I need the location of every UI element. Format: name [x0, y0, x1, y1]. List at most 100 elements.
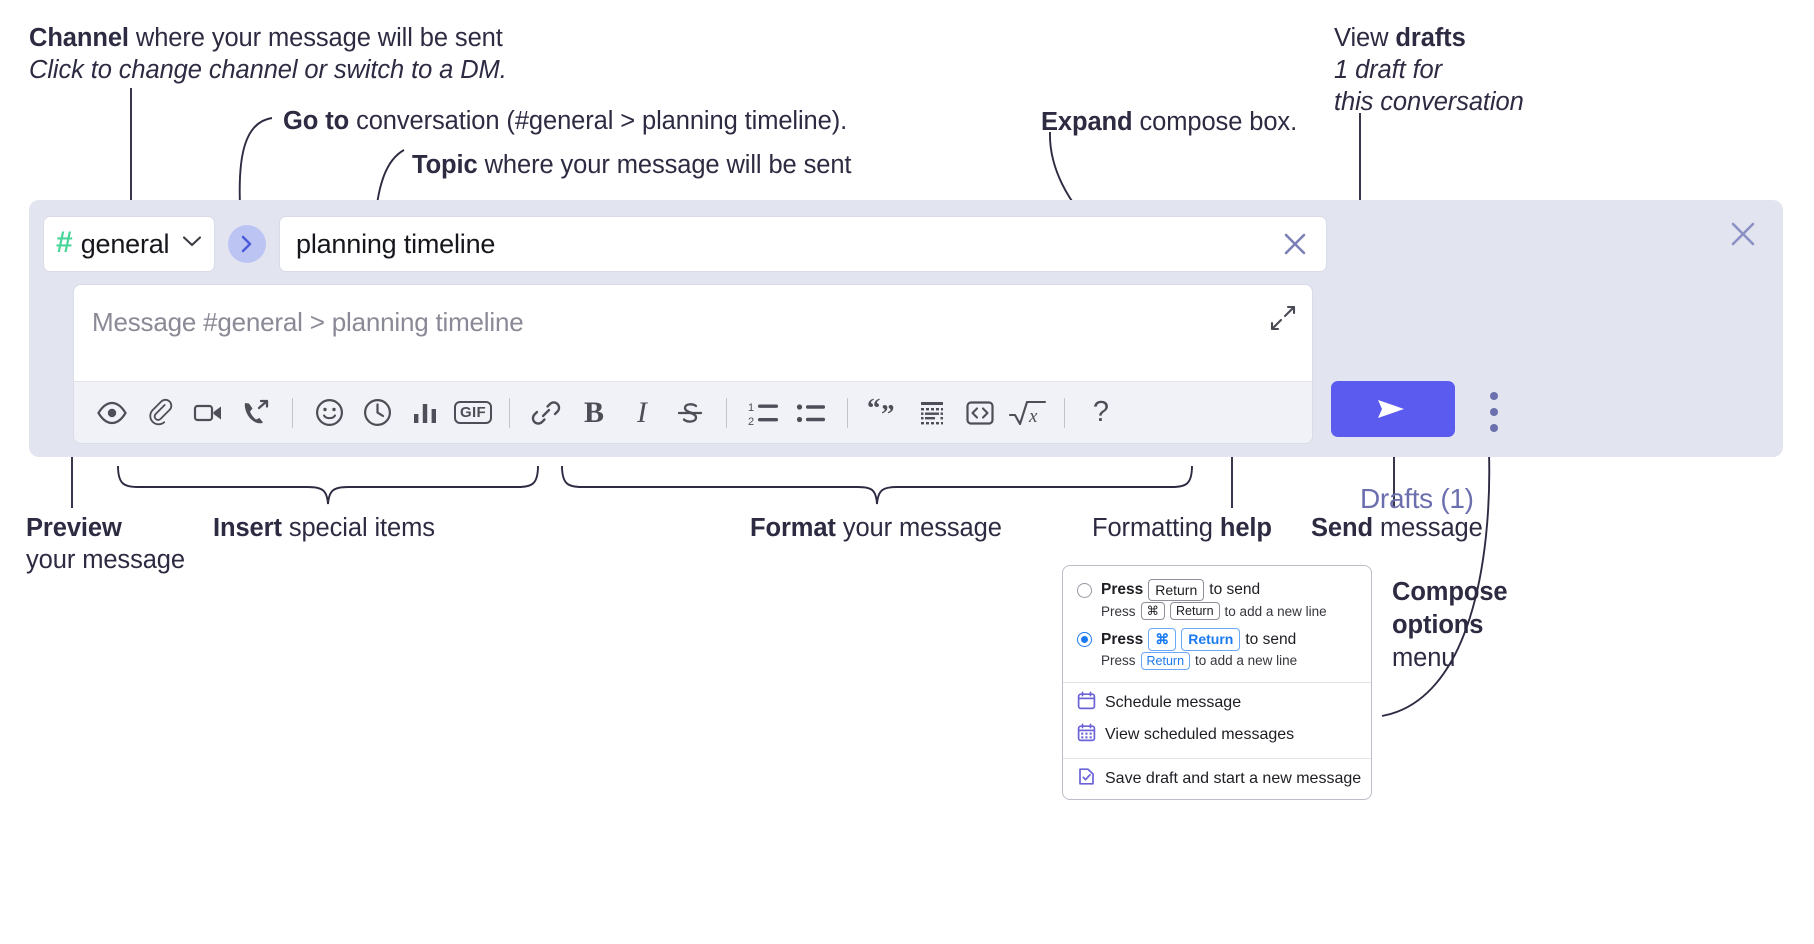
clock-icon[interactable]: [353, 389, 401, 437]
annotation-channel: Channel where your message will be sent …: [29, 22, 507, 86]
annotation-goto: Go to conversation (#general > planning …: [283, 105, 847, 137]
compose-options-menu: Press Return to send Press ⌘ Return to a…: [1062, 565, 1372, 800]
menu-item-label: Save draft and start a new message: [1105, 769, 1362, 787]
go-to-conversation-button[interactable]: [228, 225, 266, 263]
close-icon: [1284, 233, 1306, 255]
preview-icon[interactable]: [88, 389, 136, 437]
svg-text:”: ”: [881, 399, 895, 428]
message-input-box[interactable]: Message #general > planning timeline: [73, 284, 1313, 444]
option1-post: to send: [1209, 581, 1261, 599]
annotation-insert-rest: special items: [281, 514, 435, 542]
key-return: Return: [1148, 579, 1205, 602]
compose-options-button[interactable]: [1481, 392, 1507, 432]
radio-selected[interactable]: [1077, 632, 1092, 648]
annotation-format-bold: Format: [750, 514, 836, 542]
option1-sub-post: to add a new line: [1224, 603, 1327, 619]
bulleted-list-icon[interactable]: [787, 389, 835, 437]
option2-post: to send: [1245, 630, 1297, 648]
annotation-compose-line1: Compose: [1392, 578, 1508, 606]
key-command: ⌘: [1140, 602, 1166, 621]
help-icon[interactable]: ?: [1077, 389, 1125, 437]
toolbar-divider: [292, 397, 293, 428]
toolbar-divider: [726, 397, 727, 428]
svg-text:1: 1: [748, 402, 754, 414]
message-placeholder: Message #general > planning timeline: [92, 307, 524, 337]
annotation-help-bold: help: [1219, 514, 1272, 542]
radio-unselected[interactable]: [1077, 582, 1092, 598]
annotation-topic: Topic where your message will be sent: [412, 149, 852, 181]
compose-header-row: # general planning timeline: [43, 216, 1327, 272]
bold-icon[interactable]: B: [583, 395, 604, 429]
annotation-help: Formatting help: [1092, 512, 1272, 544]
strikethrough-icon[interactable]: [666, 389, 714, 437]
svg-text:“: “: [867, 398, 881, 423]
menu-divider: [1063, 757, 1371, 759]
annotation-expand-rest: compose box.: [1132, 108, 1298, 136]
calendar-icon: [1077, 691, 1096, 715]
menu-item-schedule-message[interactable]: Schedule message: [1063, 687, 1371, 719]
toolbar-divider: [847, 397, 848, 428]
menu-divider: [1063, 681, 1371, 683]
toolbar-divider: [1064, 397, 1065, 428]
close-icon: [1731, 222, 1755, 246]
math-icon[interactable]: x: [1004, 389, 1052, 437]
option2-pre: Press: [1101, 630, 1144, 648]
drafts-link[interactable]: Drafts (1): [1360, 483, 1474, 514]
menu-item-label: Schedule message: [1105, 693, 1242, 711]
option1-sub-pre: Press: [1101, 603, 1136, 619]
menu-option-return-to-send[interactable]: Press Return to send: [1063, 576, 1371, 602]
key-command: ⌘: [1148, 628, 1177, 651]
annotation-drafts-line3: this conversation: [1334, 88, 1524, 117]
annotation-format: Format your message: [750, 512, 1002, 544]
help-label: ?: [1092, 396, 1110, 428]
calendar-grid-icon: [1077, 723, 1096, 747]
annotation-send-bold: Send: [1311, 514, 1373, 542]
annotation-insert-bold: Insert: [213, 514, 282, 542]
annotation-help-plain: Formatting: [1092, 514, 1220, 542]
phone-forward-icon[interactable]: [232, 389, 280, 437]
annotation-goto-bold: Go to: [283, 107, 350, 135]
option1-text: Press Return to send: [1101, 579, 1261, 602]
menu-option-cmd-return-to-send[interactable]: Press ⌘ Return to send: [1063, 625, 1371, 651]
video-camera-icon[interactable]: [184, 389, 232, 437]
link-icon[interactable]: [522, 389, 570, 437]
toolbar-divider: [509, 397, 510, 428]
annotation-format-rest: your message: [835, 514, 1002, 542]
italic-icon[interactable]: I: [637, 395, 647, 429]
option2-subtext: Press Return to add a new line: [1101, 651, 1297, 670]
key-return: Return: [1170, 602, 1220, 621]
emoji-icon[interactable]: [305, 389, 353, 437]
kebab-dot: [1490, 392, 1498, 400]
send-button[interactable]: [1331, 381, 1455, 437]
annotation-send: Send message: [1311, 512, 1483, 544]
kebab-dot: [1490, 408, 1498, 416]
blockquote-icon[interactable]: “”: [860, 389, 908, 437]
svg-text:2: 2: [748, 416, 754, 428]
annotation-channel-bold: Channel: [29, 24, 129, 52]
topic-input[interactable]: planning timeline: [279, 216, 1327, 272]
annotation-insert: Insert special items: [213, 512, 435, 544]
code-block-icon[interactable]: [908, 389, 956, 437]
option1-subtext-row: Press ⌘ Return to add a new line: [1063, 602, 1371, 625]
code-brackets-icon[interactable]: [956, 389, 1004, 437]
poll-bars-icon[interactable]: [401, 389, 449, 437]
option2-subtext-row: Press Return to add a new line: [1063, 651, 1371, 675]
annotation-drafts-plain: View: [1334, 24, 1396, 52]
annotation-drafts: View drafts 1 draft for this conversatio…: [1334, 22, 1524, 118]
gif-icon[interactable]: GIF: [449, 389, 497, 437]
paperclip-icon[interactable]: [136, 389, 184, 437]
option2-sub-pre: Press: [1101, 653, 1136, 669]
menu-item-view-scheduled-messages[interactable]: View scheduled messages: [1063, 719, 1371, 751]
key-return: Return: [1181, 628, 1241, 651]
annotation-goto-rest: conversation (#general > planning timeli…: [349, 107, 848, 135]
channel-selector[interactable]: # general: [43, 216, 215, 272]
save-draft-icon: [1077, 767, 1096, 791]
topic-value: planning timeline: [296, 228, 496, 259]
close-panel-button[interactable]: [1725, 216, 1761, 257]
topic-clear-button[interactable]: [1278, 227, 1312, 261]
menu-item-save-draft[interactable]: Save draft and start a new message: [1063, 763, 1371, 795]
expand-compose-button[interactable]: [1268, 303, 1298, 338]
